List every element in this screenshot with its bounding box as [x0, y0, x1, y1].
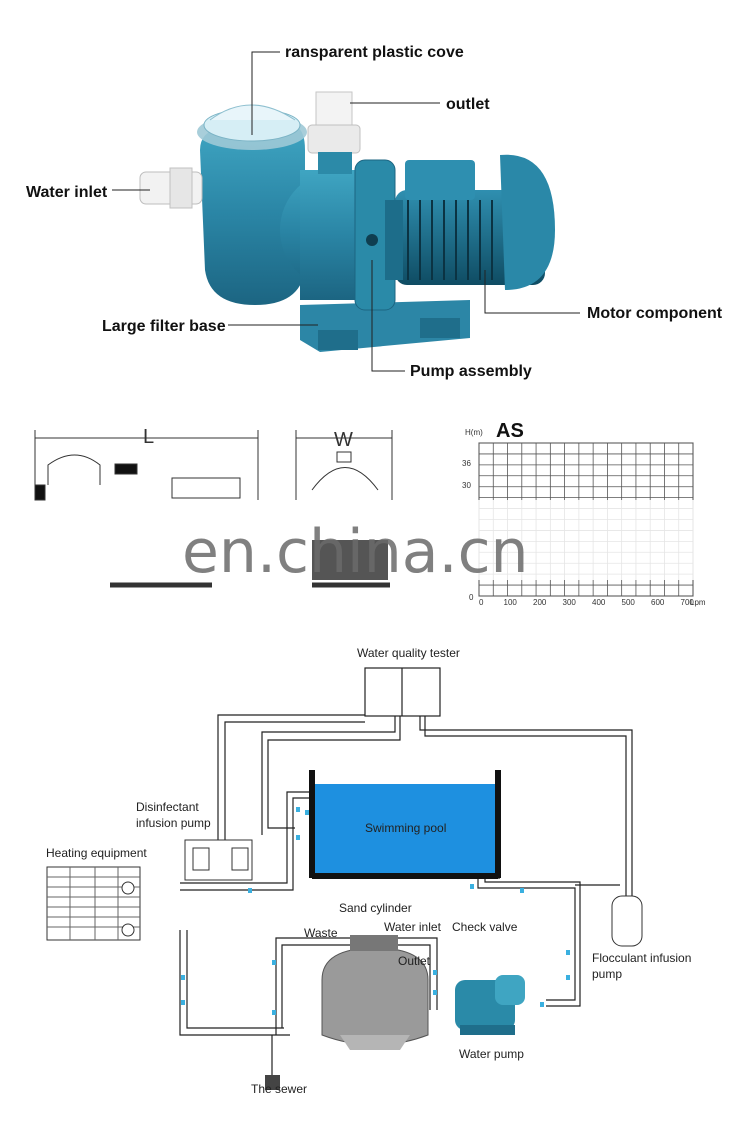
x-tick-label: 700 — [681, 598, 695, 607]
label-disinfectant-2: infusion pump — [136, 816, 211, 830]
specs-drawing: L W H(m) AS 36 30 0 0 100 200 300 400 500 600 7… — [34, 420, 706, 607]
product-section: ransparent plastic cove outlet Water inl… — [0, 0, 750, 390]
x-tick-label: 200 — [533, 598, 547, 607]
curve-model: AS — [496, 420, 524, 442]
label-sewer: The sewer — [251, 1082, 307, 1096]
x-tick-labels: 0 100 200 300 400 500 600 700 — [479, 598, 694, 607]
label-check-valve: Check valve — [452, 920, 518, 934]
label-water-inlet: Water inlet — [384, 920, 442, 934]
label-sand: Sand cylinder — [339, 901, 412, 915]
width-label: W — [334, 429, 353, 451]
width-drawing — [295, 430, 393, 588]
x-tick-label: 400 — [592, 598, 606, 607]
sand-cylinder — [321, 935, 429, 1050]
x-tick-label: 300 — [563, 598, 577, 607]
flow-arrow — [181, 1000, 185, 1005]
x-unit: Lpm — [690, 598, 706, 607]
length-drawing — [34, 430, 259, 588]
flow-arrow — [470, 884, 474, 889]
ytick-36: 36 — [462, 459, 471, 468]
curve-axis-label: H(m) — [465, 428, 483, 437]
flow-arrow — [540, 1002, 544, 1007]
heating-equipment — [46, 866, 141, 941]
label-motor: Motor component — [587, 305, 723, 322]
flow-arrow — [305, 810, 309, 815]
length-label: L — [143, 426, 154, 448]
flow-arrows — [181, 807, 570, 1015]
flow-arrow — [272, 1010, 276, 1015]
filter-base — [300, 300, 470, 352]
flow-arrow — [248, 888, 252, 893]
system-section: Water quality tester Disinfectant infusi… — [0, 630, 750, 1132]
flow-arrow — [296, 807, 300, 812]
watermark: en.china.cn — [182, 517, 529, 587]
x-tick-label: 100 — [504, 598, 518, 607]
label-pump-assembly: Pump assembly — [410, 363, 532, 380]
pool-walls — [309, 770, 501, 879]
specs-section: L W H(m) AS 36 30 0 0 100 200 300 400 500 600 7… — [0, 390, 750, 630]
flow-arrow — [520, 888, 524, 893]
label-outlet: outlet — [446, 96, 490, 113]
label-flocculant-1: Flocculant infusion — [592, 951, 691, 965]
sewer — [265, 1075, 280, 1090]
flow-arrow — [296, 835, 300, 840]
flow-arrow — [566, 975, 570, 980]
outlet-fitting — [307, 91, 361, 174]
flocculant-tank — [611, 895, 643, 947]
label-tester: Water quality tester — [357, 646, 460, 660]
ytick-0: 0 — [469, 593, 474, 602]
label-outlet: Outlet — [398, 954, 431, 968]
product-illustration: ransparent plastic cove outlet Water inl… — [26, 44, 723, 380]
pool-water — [314, 784, 498, 874]
leader-lines — [112, 51, 580, 372]
motor — [385, 154, 555, 290]
performance-curve — [470, 442, 700, 597]
system-diagram: Water quality tester Disinfectant infusi… — [46, 646, 691, 1096]
flow-arrow — [433, 990, 437, 995]
label-water-inlet: Water inlet — [26, 184, 108, 201]
flow-arrow — [566, 950, 570, 955]
label-cover: ransparent plastic cove — [285, 44, 464, 61]
label-waste: Waste — [304, 926, 338, 940]
label-heating: Heating equipment — [46, 846, 147, 860]
label-disinfectant-1: Disinfectant — [136, 800, 199, 814]
inlet-fitting — [139, 167, 203, 209]
label-flocculant-2: pump — [592, 967, 622, 981]
label-pool: Swimming pool — [365, 821, 446, 835]
flow-arrow — [433, 970, 437, 975]
flow-arrow — [272, 960, 276, 965]
disinfectant-pumps — [184, 839, 253, 881]
label-base: Large filter base — [102, 318, 226, 335]
water-pump-image — [455, 975, 525, 1035]
x-tick-label: 500 — [622, 598, 636, 607]
x-tick-label: 600 — [651, 598, 665, 607]
x-tick-label: 0 — [479, 598, 484, 607]
label-water-pump: Water pump — [459, 1047, 524, 1061]
ytick-30: 30 — [462, 481, 471, 490]
flow-arrow — [181, 975, 185, 980]
